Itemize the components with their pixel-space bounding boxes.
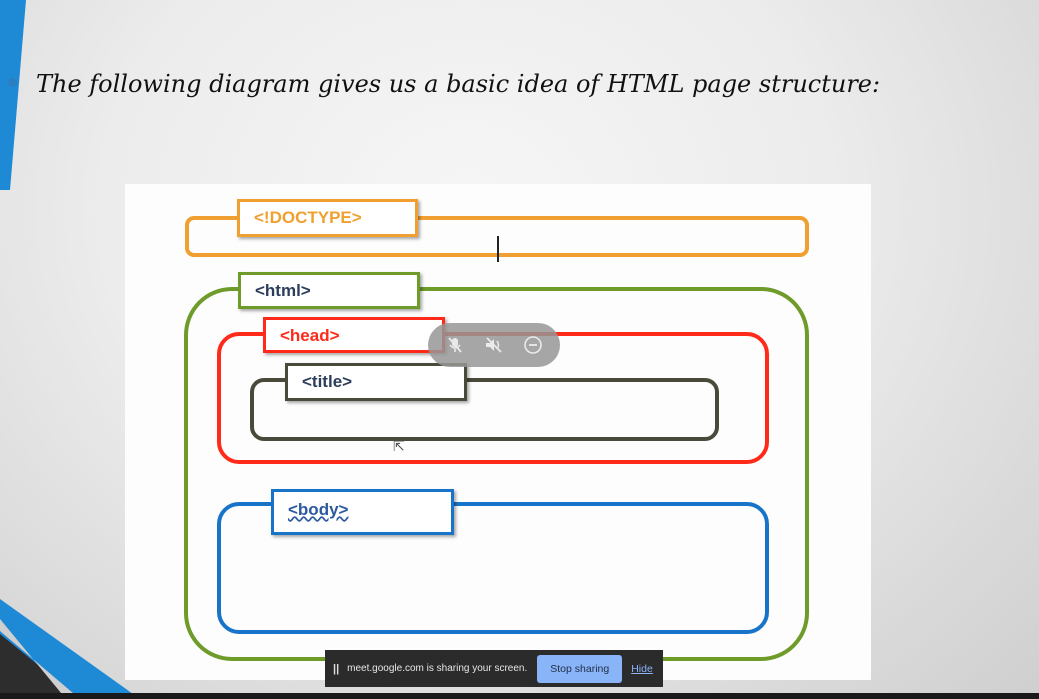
body-frame xyxy=(217,502,769,634)
title-tag-box: <title> xyxy=(285,363,467,401)
mic-off-icon[interactable] xyxy=(442,332,468,358)
stop-sharing-button[interactable]: Stop sharing xyxy=(537,654,623,683)
body-label: <body> xyxy=(288,500,349,519)
slide-heading: The following diagram gives us a basic i… xyxy=(36,70,881,98)
html-label: <html> xyxy=(255,281,311,300)
audio-off-icon[interactable] xyxy=(481,332,507,358)
slide-bottom-bar xyxy=(0,693,1039,699)
bullet-icon xyxy=(8,78,17,87)
slide-left-accent xyxy=(0,0,26,190)
drag-handle-icon[interactable]: || xyxy=(333,662,340,675)
title-frame xyxy=(250,378,719,441)
title-label: <title> xyxy=(302,372,353,391)
text-cursor xyxy=(497,236,499,262)
share-message: meet.google.com is sharing your screen. xyxy=(347,663,528,674)
call-controls xyxy=(428,323,560,367)
head-label: <head> xyxy=(280,326,340,345)
hide-link[interactable]: Hide xyxy=(631,662,653,675)
slide-bottom-accent xyxy=(0,599,140,699)
html-structure-diagram: <!DOCTYPE> <html> <head> <title> <body> … xyxy=(125,184,871,680)
head-tag-box: <head> xyxy=(263,317,445,353)
html-tag-box: <html> xyxy=(238,272,420,309)
doctype-tag-box: <!DOCTYPE> xyxy=(237,199,418,237)
minus-circle-icon[interactable] xyxy=(520,332,546,358)
mouse-cursor-icon: ⇱ xyxy=(393,439,405,455)
doctype-label: <!DOCTYPE> xyxy=(254,208,362,227)
body-tag-box: <body> xyxy=(271,489,454,535)
screen-share-bar: || meet.google.com is sharing your scree… xyxy=(325,650,663,687)
